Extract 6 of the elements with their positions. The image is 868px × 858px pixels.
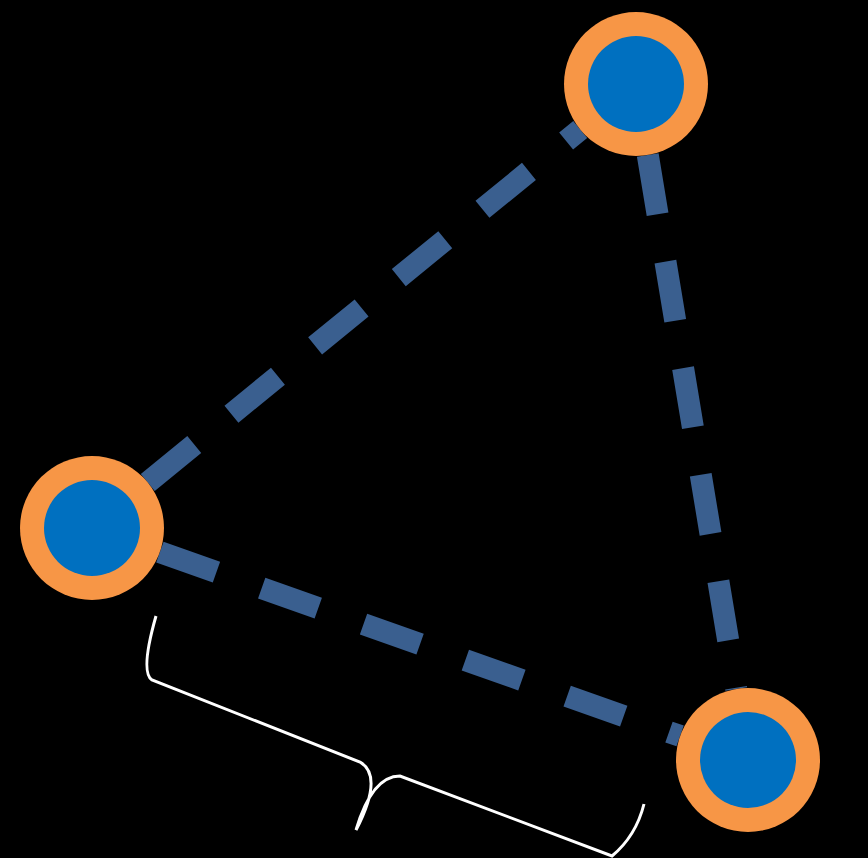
circle-node [676,688,820,832]
circle-node [564,12,708,156]
dashed-connector [636,153,748,691]
circle-node [20,456,164,600]
dashed-connector [140,121,588,491]
dashed-connector [156,541,684,747]
